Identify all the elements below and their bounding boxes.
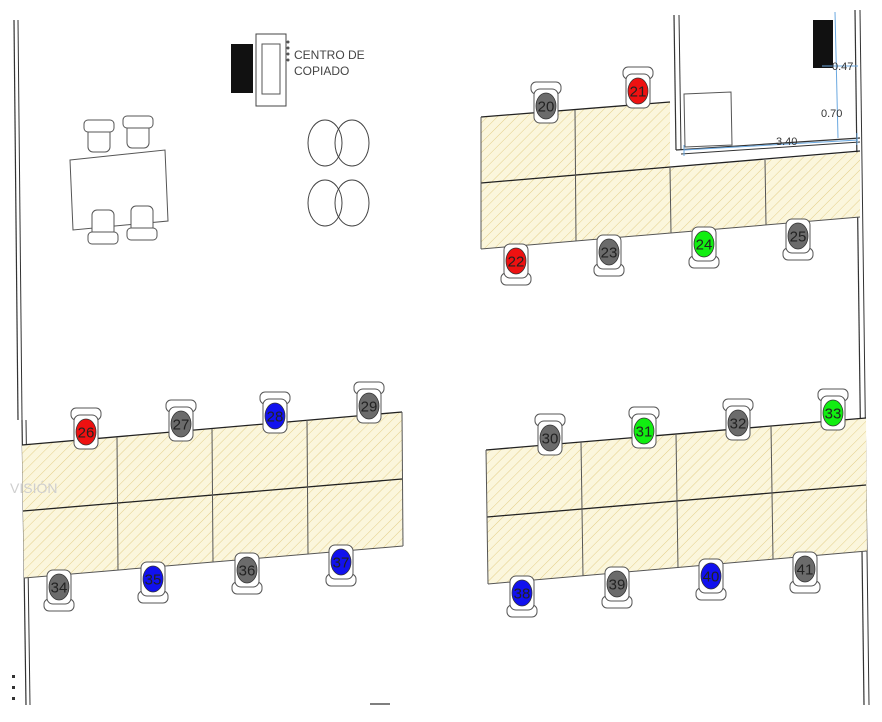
seat-number-label: 35 [145,572,162,589]
seat-status-dot [727,409,749,437]
desk-block-bottom-right [485,417,868,585]
seat-28[interactable]: 28 [259,391,291,434]
seat-20[interactable]: 20 [530,81,562,124]
room-cabinet [683,91,733,148]
seat-41[interactable]: 41 [789,551,821,594]
copy-center-label-line1: CENTRO DE [294,48,365,62]
seat-number-label: 28 [267,409,284,426]
seat-37[interactable]: 37 [325,544,357,587]
seat-number-label: 29 [361,399,378,416]
seat-26[interactable]: 26 [70,407,102,450]
round-table [307,119,370,227]
room-black-panel [813,20,833,68]
seat-number-label: 36 [239,563,256,580]
seat-status-dot [358,392,380,420]
seat-number-label: 34 [51,580,68,597]
seat-status-dot [606,570,628,598]
dimension-label-3-40: 3.40 [776,136,797,148]
seat-status-dot [511,579,533,607]
seat-number-label: 40 [703,569,720,586]
seat-number-label: 33 [825,406,842,423]
seat-25[interactable]: 25 [782,218,814,261]
copy-center: CENTRO DE COPIADO [231,33,365,107]
seat-status-dot [787,222,809,250]
seat-status-dot [633,417,655,445]
seat-40[interactable]: 40 [695,558,727,601]
seat-number-label: 23 [601,245,618,262]
seat-status-dot [142,565,164,593]
seat-number-label: 25 [790,229,807,246]
seat-30[interactable]: 30 [534,413,566,456]
seat-33[interactable]: 33 [817,388,849,431]
desk-block-top-right [480,101,861,250]
seat-34[interactable]: 34 [43,569,75,612]
seat-number-label: 39 [609,577,626,594]
seat-status-dot [264,402,286,430]
seat-36[interactable]: 36 [231,552,263,595]
seat-status-dot [505,247,527,275]
seat-status-dot [627,77,649,105]
seat-number-label: 27 [173,417,190,434]
seat-status-dot [48,573,70,601]
seat-status-dot [236,556,258,584]
seat-number-label: 21 [630,84,647,101]
seat-number-label: 24 [696,237,713,254]
storage-room: 0.47 0.70 3.40 [683,11,859,156]
seat-status-dot [700,562,722,590]
seat-38[interactable]: 38 [506,575,538,618]
seat-number-label: 37 [333,555,350,572]
seat-32[interactable]: 32 [722,398,754,441]
copier-machine [255,33,287,107]
copier-black-block [231,44,253,93]
seat-number-label: 31 [636,424,653,441]
seat-23[interactable]: 23 [593,234,625,277]
seat-status-dot [794,555,816,583]
seat-status-dot [598,238,620,266]
seat-status-dot [170,410,192,438]
seat-31[interactable]: 31 [628,406,660,449]
seat-status-dot [539,424,561,452]
meeting-table-small [69,115,169,245]
wall-ticks [12,675,15,700]
seat-status-dot [330,548,352,576]
seat-number-label: 30 [542,431,559,448]
dimension-label-0-70: 0.70 [821,108,842,120]
seat-status-dot [822,399,844,427]
seat-29[interactable]: 29 [353,381,385,424]
seat-status-dot [75,418,97,446]
seat-markers: 20 21 22 23 24 25 26 27 28 29 30 31 32 33 34 35 36 37 38 39… [43,66,849,618]
seat-status-dot [535,92,557,120]
seat-35[interactable]: 35 [137,561,169,604]
faint-room-label: VISIÓN [10,480,57,496]
seat-39[interactable]: 39 [601,566,633,609]
seat-22[interactable]: 22 [500,243,532,286]
seat-27[interactable]: 27 [165,399,197,442]
seat-status-dot [693,230,715,258]
dimension-label-0-47: 0.47 [832,61,853,73]
seat-number-label: 20 [538,99,555,116]
seat-number-label: 22 [508,254,525,271]
seat-21[interactable]: 21 [622,66,654,109]
seat-number-label: 32 [730,416,747,433]
seat-number-label: 38 [514,586,531,603]
seat-number-label: 26 [78,425,95,442]
seat-24[interactable]: 24 [688,226,720,269]
copy-center-label-line2: COPIADO [294,64,349,78]
seat-number-label: 41 [797,562,814,579]
